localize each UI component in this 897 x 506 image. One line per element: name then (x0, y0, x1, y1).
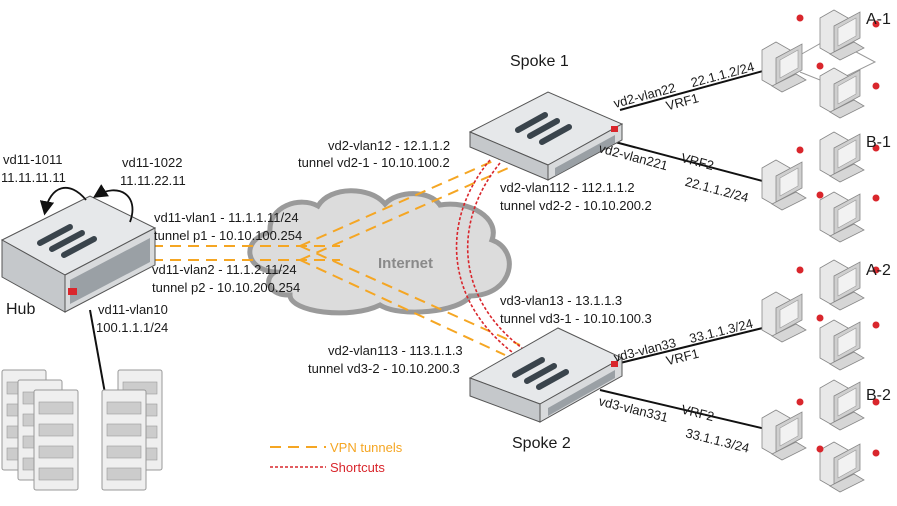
spoke2-vlan13: vd3-vlan13 - 13.1.1.3 (500, 293, 622, 308)
spoke1-lan2-vrf: VRF2 (680, 150, 716, 173)
spoke2-lan1-ip: 33.1.1.3/24 (688, 316, 755, 346)
legend-vpn-label: VPN tunnels (330, 440, 403, 455)
hub-loopback2-name: vd11-1022 (122, 155, 182, 170)
shortcut-tunnels (455, 159, 523, 353)
tunnel-hub-spoke2-a (299, 245, 521, 346)
lan-label-b2: B-2 (866, 387, 891, 404)
link-spoke2-a2 (619, 324, 776, 364)
spoke1-lan2-if: vd2-vlan221 (597, 140, 669, 173)
spoke2-vlan113: vd2-vlan113 - 113.1.1.3 (328, 343, 463, 358)
vpn-tunnels (152, 157, 521, 356)
legend-shortcut-label: Shortcuts (330, 460, 385, 475)
spoke1-lan1-ip: 22.1.1.2/24 (689, 59, 756, 90)
legend: VPN tunnels Shortcuts (270, 440, 403, 475)
hub-tunnel-p2: tunnel p2 - 10.10.200.254 (152, 280, 300, 295)
lan-label-a1: A-1 (866, 11, 891, 28)
spoke2-lan2-ip: 33.1.1.3/24 (684, 425, 751, 455)
hub-label: Hub (6, 301, 35, 318)
lan-group-a2 (761, 259, 880, 371)
spoke2-lan2-vrf: VRF2 (680, 402, 716, 425)
hub-vlan10-ip: 100.1.1.1/24 (96, 320, 168, 335)
link-spoke2-b2 (599, 389, 771, 431)
hub-loopback1-ip: 11.11.11.11 (1, 170, 66, 185)
spoke1-label: Spoke 1 (510, 53, 569, 70)
spoke1-lan2-ip: 22.1.1.2/24 (684, 174, 751, 205)
internet-cloud: Internet (247, 188, 512, 316)
spoke1-tunnel1: tunnel vd2-1 - 10.10.100.2 (298, 155, 450, 170)
hub-vlan1: vd11-vlan1 - 11.1.1.11/24 (154, 210, 299, 225)
hub-vlan10: vd11-vlan10 (98, 302, 168, 317)
hub-loopback1-name: vd11-1011 (3, 152, 63, 167)
spoke1-firewall (468, 91, 624, 181)
hub-loopback2-ip: 11.11.22.11 (120, 173, 186, 188)
spoke2-tunnel1: tunnel vd3-1 - 10.10.100.3 (500, 311, 652, 326)
lan-group-a1 (761, 9, 880, 119)
hub-vlan2: vd11-vlan2 - 11.1.2.11/24 (152, 262, 297, 277)
lan-label-b1: B-1 (866, 134, 891, 151)
tunnel-hub-spoke1-a (299, 157, 501, 247)
tunnel-hub-spoke2-b (299, 259, 506, 356)
server-group (1, 369, 163, 491)
spoke1-vlan12: vd2-vlan12 - 12.1.1.2 (328, 138, 450, 153)
spoke1-vlan112: vd2-vlan112 - 112.1.1.2 (500, 180, 635, 195)
spoke2-tunnel2: tunnel vd3-2 - 10.10.200.3 (308, 361, 460, 376)
tunnel-hub-spoke1-b (299, 164, 516, 261)
hub-firewall (0, 184, 157, 313)
internet-label: Internet (378, 255, 433, 272)
lan-group-b2 (761, 379, 880, 493)
link-spoke1-b1 (599, 137, 771, 184)
lan-label-a2: A-2 (866, 262, 891, 279)
spoke1-tunnel2: tunnel vd2-2 - 10.10.200.2 (500, 198, 652, 213)
link-spoke1-a1 (619, 64, 786, 111)
lan-group-b1 (761, 131, 880, 243)
spoke2-firewall (468, 327, 624, 423)
hub-tunnel-p1: tunnel p1 - 10.10.100.254 (154, 228, 302, 243)
spoke2-label: Spoke 2 (512, 435, 571, 452)
